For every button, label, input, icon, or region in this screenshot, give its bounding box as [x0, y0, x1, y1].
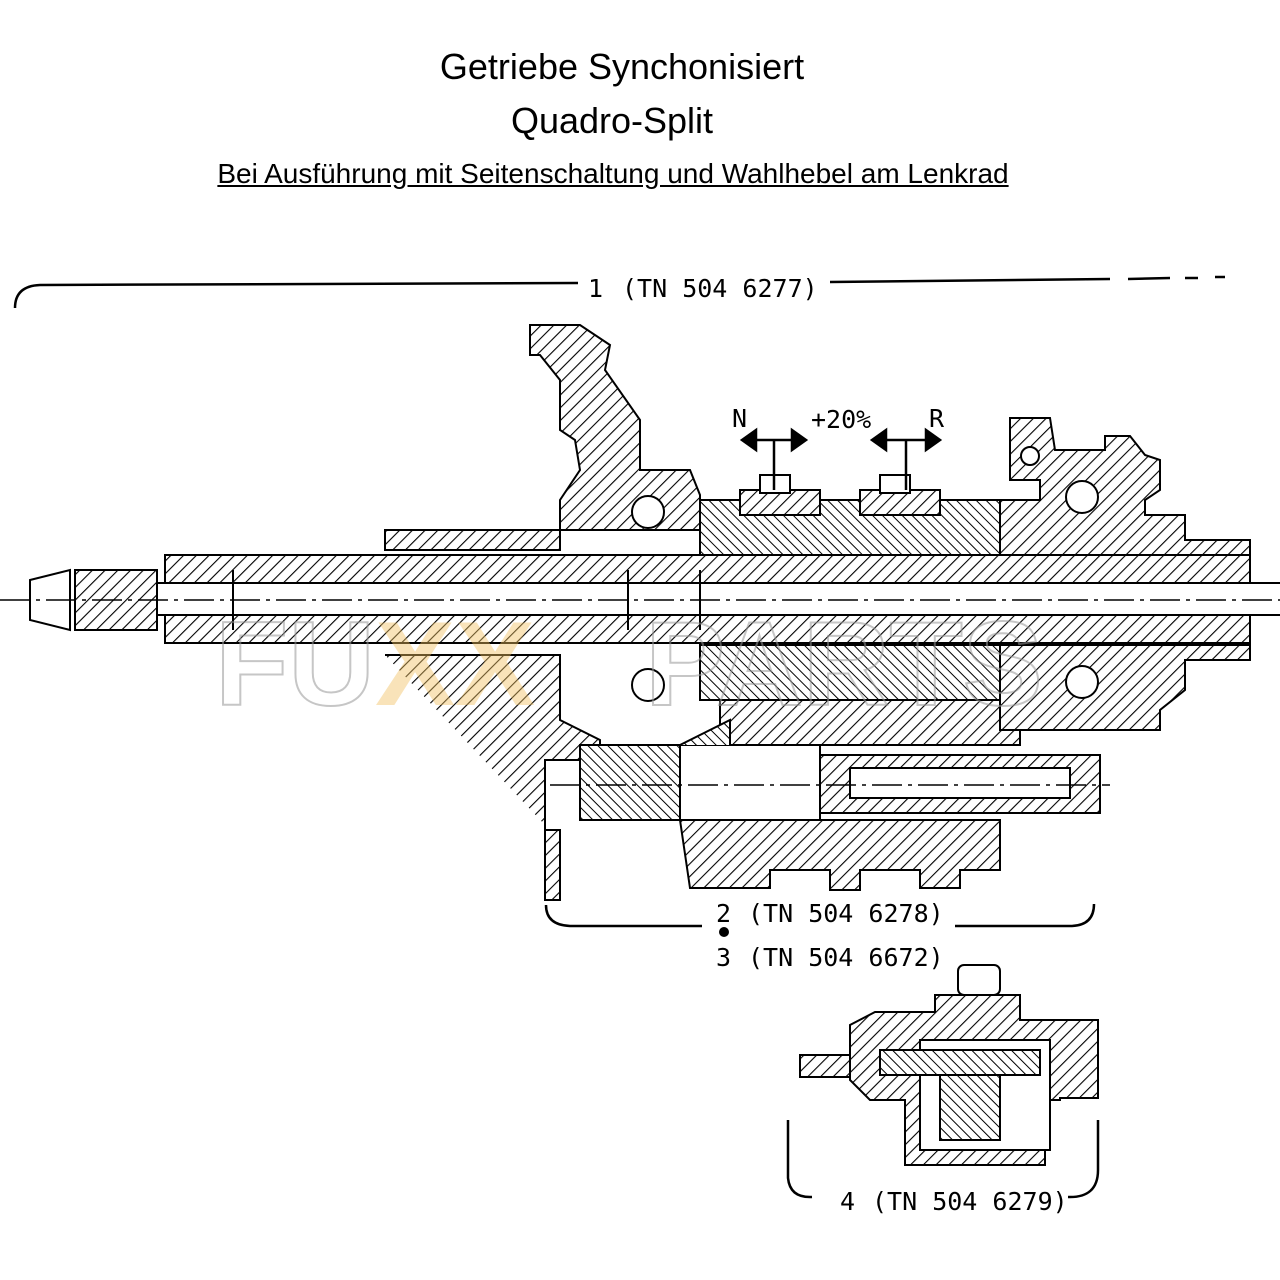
watermark-logo: FU XX PARTS	[214, 596, 1044, 732]
diagram-subtitle: Quadro-Split	[510, 100, 714, 141]
callout-2-part: (TN 504 6278)	[748, 899, 944, 928]
shift-label-r: R	[929, 404, 945, 433]
housing-right	[999, 417, 1251, 731]
main-shaft	[0, 554, 1280, 644]
shift-indicator-n	[739, 427, 809, 490]
diagram-title: Getriebe Synchonisiert	[439, 46, 805, 87]
callout-4-part: (TN 504 6279)	[872, 1187, 1068, 1216]
detail-4-selector	[799, 964, 1099, 1166]
callout-3-number: 3	[716, 943, 731, 972]
callout-3-part: (TN 504 6672)	[748, 943, 944, 972]
callout-2-3-bracket	[544, 903, 1096, 928]
callout-1-part: (TN 504 6277)	[622, 274, 818, 303]
callout-4-number: 4	[840, 1187, 855, 1216]
callout-dot	[719, 927, 729, 937]
countershaft	[550, 718, 1110, 891]
shift-label-n: N	[732, 404, 747, 433]
callout-4-bracket	[786, 1120, 1100, 1199]
watermark-text-2: XX	[375, 597, 535, 731]
shift-indicator-r	[869, 427, 943, 490]
watermark-text-3: PARTS	[645, 597, 1043, 731]
shift-tower-left	[384, 324, 701, 901]
watermark-text-1: FU	[215, 597, 375, 731]
callout-2-number: 2	[716, 899, 731, 928]
callout-1-bracket	[13, 275, 1225, 309]
diagram-note: Bei Ausführung mit Seitenschaltung und W…	[217, 158, 1009, 189]
shift-label-middle: +20%	[811, 405, 871, 434]
callout-1-number: 1	[588, 274, 603, 303]
synchronizer-assembly	[699, 474, 1021, 746]
